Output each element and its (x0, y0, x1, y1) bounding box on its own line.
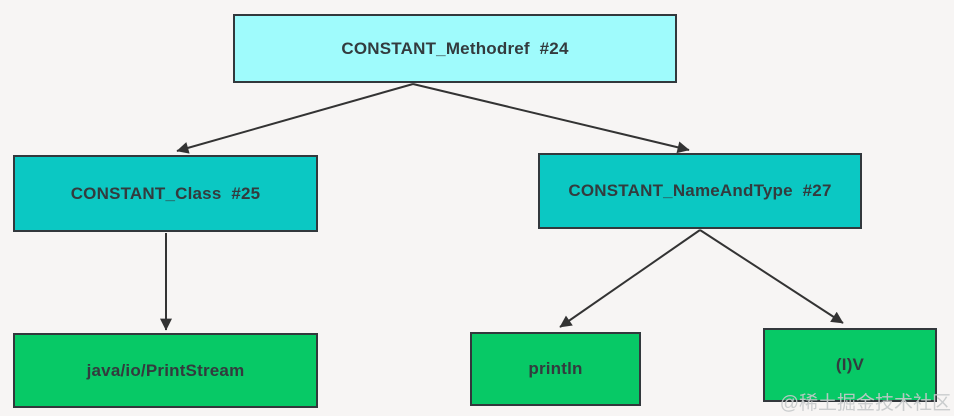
node-constant-nameandtype: CONSTANT_NameAndType #27 (538, 153, 862, 229)
edge-methodref-nameandtype (412, 83, 690, 154)
node-constant-class: CONSTANT_Class #25 (13, 155, 318, 232)
node-label: CONSTANT_Methodref #24 (341, 38, 569, 58)
node-label: CONSTANT_NameAndType #27 (568, 181, 832, 200)
node-iv-descriptor: (I)V (763, 328, 937, 402)
edge-nameandtype-iv (699, 229, 844, 324)
watermark: @稀土掘金技术社区 (779, 393, 951, 414)
edge-nameandtype-println (559, 229, 701, 328)
node-label: (I)V (835, 355, 865, 374)
edge-methodref-class (176, 83, 414, 154)
node-constant-methodref: CONSTANT_Methodref #24 (233, 14, 677, 83)
node-println: println (470, 332, 641, 406)
node-label: CONSTANT_Class #25 (70, 183, 261, 203)
node-label: println (528, 359, 583, 378)
node-label: java/io/PrintStream (86, 360, 245, 380)
node-java-io-printstream: java/io/PrintStream (13, 333, 318, 408)
